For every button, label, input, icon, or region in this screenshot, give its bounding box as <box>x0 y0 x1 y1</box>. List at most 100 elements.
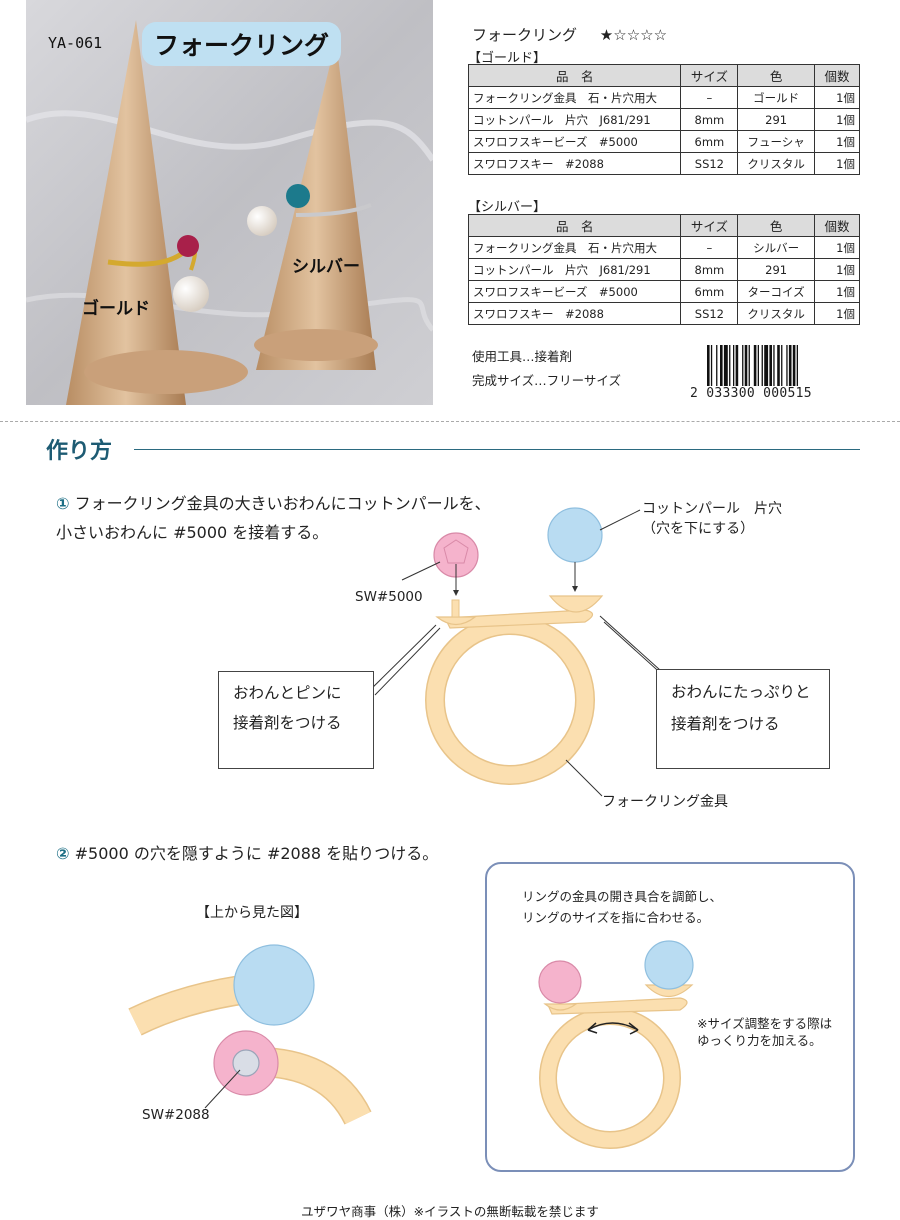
barcode-bar <box>729 345 731 393</box>
silver-section-label: 【シルバー】 <box>468 200 547 215</box>
cotton-pearl-icon <box>547 507 603 563</box>
cell-name: スワロフスキー #2088 <box>467 152 682 175</box>
col-header-qty: 個数 <box>813 214 861 237</box>
section-divider <box>0 421 900 422</box>
barcode-bar <box>786 345 788 393</box>
adjust-pearl-icon <box>644 940 694 990</box>
cell-color: ゴールド <box>737 86 815 109</box>
cell-name: フォークリング金具 石・片穴用大 <box>467 236 682 259</box>
barcode-bar <box>769 345 772 393</box>
callout-left-line1: おわんとピンに <box>233 684 342 702</box>
barcode-bar <box>773 345 775 393</box>
tools-info: 使用工具…接着剤 <box>472 349 573 364</box>
photo-illustration <box>26 0 433 405</box>
adjust-text-2: リングのサイズを指に合わせる。 <box>522 910 710 925</box>
barcode-bar <box>707 345 710 393</box>
table-header-row: 品 名 サイズ 色 個数 <box>467 64 861 87</box>
cell-name: フォークリング金具 石・片穴用大 <box>467 86 682 109</box>
difficulty-stars: ★☆☆☆☆ <box>599 26 668 44</box>
adjust-panel <box>485 862 855 1172</box>
label-cotton-pearl: コットンパール 片穴 <box>642 501 782 517</box>
step1-line1: ① フォークリング金具の大きいおわんにコットンパールを、 <box>56 490 491 514</box>
cell-size: SS12 <box>680 152 739 175</box>
cell-name: スワロフスキー #2088 <box>467 302 682 325</box>
barcode-bar <box>735 345 739 393</box>
callout-right-line2: 接着剤をつける <box>671 715 780 733</box>
barcode-bar <box>777 345 780 393</box>
barcode-bar <box>764 345 769 393</box>
barcode-bar <box>723 345 728 393</box>
callout-right: おわんにたっぷりと 接着剤をつける <box>656 669 830 769</box>
step2-line: ② #5000 の穴を隠すように #2088 を貼りつける。 <box>56 840 438 864</box>
product-code: YA-061 <box>48 34 103 52</box>
product-title-text: フォークリング <box>472 26 578 44</box>
step1-text-1: フォークリング金具の大きいおわんにコットンパールを、 <box>74 494 491 513</box>
cell-qty: 1個 <box>813 302 861 325</box>
barcode-bar <box>716 345 718 393</box>
howto-heading: 作り方 <box>46 439 113 464</box>
label-pearl-hole: （穴を下にする） <box>642 521 755 537</box>
barcode-bar <box>748 345 750 393</box>
cell-qty: 1個 <box>813 236 861 259</box>
cell-qty: 1個 <box>813 152 861 175</box>
col-header-qty: 個数 <box>813 64 861 87</box>
barcode-bar <box>710 345 713 393</box>
cell-size: 8mm <box>680 258 739 281</box>
barcode-number: 2 033300 000515 <box>690 386 812 401</box>
step1-ring-illustration <box>425 595 604 785</box>
label-ring-fitting: フォークリング金具 <box>602 794 728 810</box>
cell-qty: 1個 <box>813 108 861 131</box>
adjust-ring-illustration <box>538 940 694 1149</box>
adjust-arrows-icon <box>587 1022 639 1031</box>
barcode-bar <box>781 345 783 393</box>
step2-text: #5000 の穴を隠すように #2088 を貼りつける。 <box>74 844 439 863</box>
step2-number: ② <box>56 844 70 863</box>
barcode-bar <box>761 345 763 393</box>
cell-name: スワロフスキービーズ #5000 <box>467 280 682 303</box>
top-view-illustration <box>128 944 372 1126</box>
wood-cone-right <box>256 40 376 370</box>
size-info: 完成サイズ…フリーサイズ <box>472 373 622 388</box>
barcode-bar <box>720 345 723 393</box>
footer-credit: ユザワヤ商事（株）※イラストの無断転載を禁じます <box>301 1204 599 1219</box>
cell-qty: 1個 <box>813 130 861 153</box>
adjust-note-2: ゆっくり力を加える。 <box>697 1033 822 1048</box>
col-header-name: 品 名 <box>467 64 682 87</box>
product-photo: YA-061 フォークリング ゴールド シルバー <box>26 0 433 405</box>
col-header-color: 色 <box>737 214 815 237</box>
barcode-bar <box>757 345 759 393</box>
callout-left: おわんとピンに 接着剤をつける <box>218 671 374 769</box>
product-title: フォークリング ★☆☆☆☆ <box>472 24 667 45</box>
step1-text-2: 小さいおわんに #5000 を接着する。 <box>56 523 329 542</box>
adjust-note-1: ※サイズ調整をする際は <box>697 1016 833 1031</box>
adjust-text-1: リングの金具の開き具合を調節し、 <box>522 889 723 904</box>
wood-cone-left <box>66 20 186 405</box>
barcode <box>707 345 798 393</box>
barcode-bar <box>744 345 748 393</box>
label-sw5000: SW#5000 <box>355 589 423 605</box>
barcode-bar <box>788 345 792 393</box>
photo-label-silver: シルバー <box>292 257 360 277</box>
cell-size: SS12 <box>680 302 739 325</box>
barcode-bar <box>792 345 796 393</box>
howto-rule <box>134 449 860 450</box>
gold-section-label: 【ゴールド】 <box>468 51 547 66</box>
col-header-color: 色 <box>737 64 815 87</box>
barcode-bar <box>742 345 744 393</box>
cotton-pearl-top-icon <box>233 944 315 1026</box>
photo-title: フォークリング <box>142 22 342 66</box>
callout-right-line1: おわんにたっぷりと <box>671 683 811 701</box>
label-sw2088: SW#2088 <box>142 1107 210 1123</box>
sw2088-stone-icon <box>232 1049 260 1077</box>
barcode-bar <box>753 345 757 393</box>
